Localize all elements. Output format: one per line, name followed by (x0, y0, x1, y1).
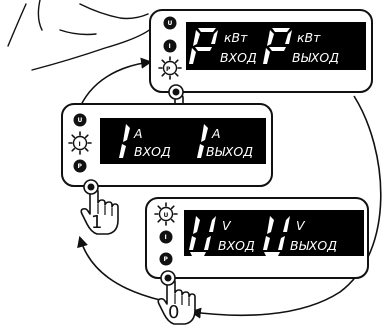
hand-sketch (7, 0, 153, 71)
press-button-1[interactable]: 1 (80, 179, 119, 235)
panel-voltage: U I P V ВХОД V ВЫХОД (145, 197, 369, 279)
indicator-i-label: I (79, 141, 81, 148)
voltage-input-unit: V (222, 218, 232, 233)
voltage-indicator-i: I (159, 230, 173, 244)
current-input-unit: A (133, 126, 143, 141)
panel-current: U I P A ВХОД A ВЫХОД (61, 103, 273, 187)
indicator-i-label: I (165, 234, 167, 241)
power-indicator-u: U (163, 16, 177, 30)
press-button-0[interactable]: 0 (157, 270, 196, 325)
voltage-output-unit: V (296, 218, 306, 233)
indicator-u-label: U (168, 20, 173, 27)
power-output-word: ВЫХОД (292, 50, 339, 65)
current-digit-output (197, 124, 208, 158)
button-0-number: 0 (168, 302, 179, 323)
indicator-p-label: P (166, 66, 171, 73)
indicator-u-label: U (164, 212, 169, 219)
power-input-word: ВХОД (220, 50, 257, 65)
power-output-unit: кВт (297, 30, 321, 45)
panel-power: U I P кВт ВХОД кВт ВЫХОД (149, 9, 373, 93)
voltage-indicator-u-active: U (154, 202, 178, 226)
current-indicator-i-active: I (68, 131, 92, 155)
voltage-output-word: ВЫХОД (290, 238, 337, 253)
button-1-number: 1 (91, 212, 102, 233)
current-output-unit: A (211, 126, 221, 141)
power-indicator-p-active: P (158, 56, 182, 80)
voltage-display (184, 210, 364, 256)
voltage-indicator-p: P (159, 252, 173, 266)
indicator-u-label: U (78, 117, 83, 124)
indicator-p-label: P (78, 163, 83, 170)
cycle-arrows (77, 57, 382, 319)
current-indicator-u: U (73, 113, 87, 127)
current-input-word: ВХОД (134, 144, 171, 159)
voltage-input-word: ВХОД (218, 238, 255, 253)
power-input-unit: кВт (224, 30, 248, 45)
power-digit-input (189, 28, 218, 64)
voltage-digit-input (189, 216, 216, 256)
power-digit-output (263, 28, 292, 64)
current-indicator-p: P (73, 159, 87, 173)
indicator-i-label: I (169, 43, 171, 50)
current-digit-input (119, 124, 130, 158)
indicator-p-label: P (164, 256, 169, 263)
current-output-word: ВЫХОД (206, 144, 253, 159)
power-indicator-i: I (163, 39, 177, 53)
voltage-digit-output (263, 216, 290, 256)
